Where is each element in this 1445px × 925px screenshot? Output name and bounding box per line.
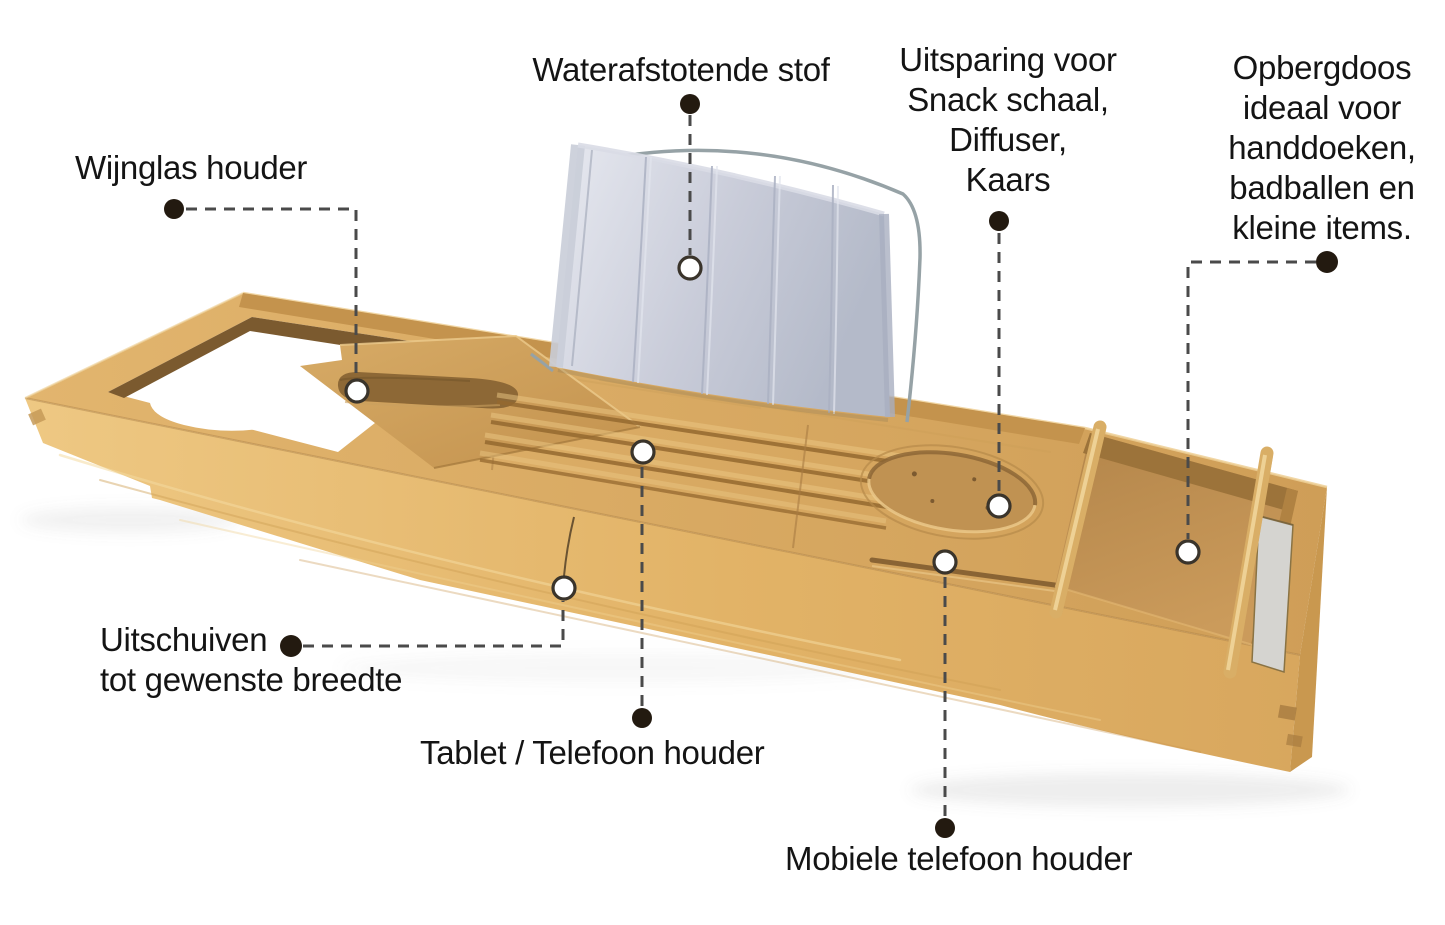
annotation-target-dots [344, 255, 1201, 601]
dovetail-right-2 [1286, 733, 1303, 748]
label-uitsparing: Uitsparing voor Snack schaal, Diffuser, … [899, 40, 1117, 200]
storage-box [1049, 420, 1298, 679]
dovetail-left [28, 408, 46, 426]
connector-uitschuiven [303, 601, 565, 648]
connector-opbergdoos [1186, 260, 1316, 539]
marker-dot-waterafstotend [680, 94, 700, 114]
target-dot-waterafstotend [677, 255, 703, 281]
wineglass-holder-panel [300, 334, 641, 469]
book-rails [1049, 420, 1274, 679]
target-dot-uitschuiven [551, 575, 577, 601]
label-mobiele-telefoon-houder: Mobiele telefoon houder [785, 840, 1133, 877]
label-opbergdoos-line5: kleine items. [1232, 209, 1412, 246]
wire-stand [530, 148, 922, 423]
slat-grooves [479, 392, 908, 530]
quilt-seams [632, 156, 839, 415]
deck-front-edge [24, 397, 1301, 656]
target-dot-mobiel [932, 549, 958, 575]
tray-right-cap [1290, 487, 1327, 772]
marker-dot-uitsparing [989, 211, 1009, 231]
wineglass-slot [337, 372, 519, 409]
marker-dot-mobiel [935, 818, 955, 838]
ground-shadow [20, 507, 1350, 807]
label-uitschuiven-line2: tot gewenste breedte [100, 661, 403, 698]
label-wijnglas-houder: Wijnglas houder [75, 149, 308, 186]
label-opbergdoos-line1: Opbergdoos [1232, 49, 1412, 86]
fabric-backrest [549, 142, 895, 422]
tray-front-face [25, 398, 1300, 772]
label-tablet-telefoon-houder: Tablet / Telefoon houder [420, 734, 765, 771]
target-dot-opbergdoos [1175, 539, 1201, 565]
extension-seam-line [563, 516, 575, 577]
label-waterafstotende-stof: Waterafstotende stof [532, 51, 830, 88]
label-opbergdoos-line4: badballen en [1229, 169, 1415, 206]
wineglass-cutout-silhouette [150, 355, 316, 431]
frame-inner-wall [108, 317, 468, 398]
marker-dot-tablet [632, 708, 652, 728]
target-dot-wijnglas [344, 378, 370, 404]
label-uitsparing-line1: Uitsparing voor [899, 41, 1117, 78]
label-opbergdoos-line2: ideaal voor [1242, 89, 1402, 126]
label-uitschuiven: Uitschuiven tot gewenste breedte [100, 620, 403, 700]
label-uitsparing-line3: Diffuser, [949, 121, 1067, 158]
label-uitsparing-line4: Kaars [965, 161, 1051, 198]
annotation-marker-dots [164, 94, 1338, 838]
target-dot-tablet [630, 439, 656, 465]
annotation-connectors [186, 115, 1316, 816]
phone-groove [869, 557, 1065, 589]
marker-dot-opbergdoos [1316, 251, 1338, 273]
label-opbergdoos-line3: handdoeken, [1228, 129, 1416, 166]
marker-dot-uitschuiven [280, 635, 302, 657]
label-uitsparing-line2: Snack schaal, [907, 81, 1109, 118]
label-uitschuiven-line1: Uitschuiven [100, 621, 268, 658]
label-opbergdoos: Opbergdoos ideaal voor handdoeken, badba… [1228, 48, 1416, 248]
marker-dot-wijnglas [164, 199, 184, 219]
target-dot-uitsparing [986, 493, 1012, 519]
left-cap-edge [24, 292, 244, 399]
dovetail-right-1 [1277, 704, 1297, 721]
box-back-wall [1083, 433, 1298, 512]
